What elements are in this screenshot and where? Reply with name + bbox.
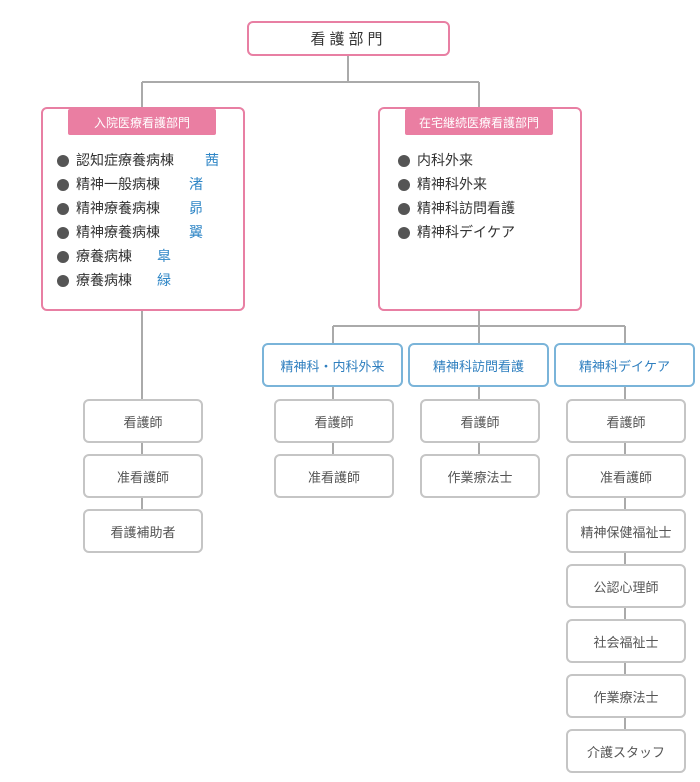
list-item: 精神一般病棟 渚 xyxy=(57,173,237,197)
staff-label: 社会福祉士 xyxy=(593,635,659,651)
list-item: 療養病棟 緑 xyxy=(57,269,237,293)
list-item: 内科外来 xyxy=(398,149,578,173)
list-item: 精神科訪問看護 xyxy=(398,197,578,221)
service-name: 内科外来 xyxy=(417,153,473,169)
bullet-icon xyxy=(57,179,69,191)
page-title: 看護部門 xyxy=(310,30,387,48)
list-item: 精神科デイケア xyxy=(398,221,578,245)
staff-label: 介護スタッフ xyxy=(586,745,665,761)
staff-box: 作業療法士 xyxy=(566,674,686,718)
staff-label: 看護師 xyxy=(606,415,646,431)
staff-box: 公認心理師 xyxy=(566,564,686,608)
ward-name: 精神療養病棟 xyxy=(76,225,160,241)
bullet-icon xyxy=(57,155,69,167)
ward-name: 認知症療養病棟 xyxy=(76,153,174,169)
home-division-tag: 在宅継続医療看護部門 xyxy=(405,109,553,135)
list-item: 療養病棟 皐 xyxy=(57,245,237,269)
ward-name: 療養病棟 xyxy=(76,249,132,265)
list-item: 精神療養病棟 翼 xyxy=(57,221,237,245)
staff-label: 看護師 xyxy=(460,415,500,431)
bullet-icon xyxy=(398,227,410,239)
bullet-icon xyxy=(57,251,69,263)
ward-team: 渚 xyxy=(189,177,203,193)
staff-box: 看護師 xyxy=(83,399,203,443)
unit-title: 精神科デイケア xyxy=(578,359,670,375)
inpatient-division-box xyxy=(41,107,245,311)
list-item: 精神科外来 xyxy=(398,173,578,197)
root-box: 看護部門 xyxy=(247,21,450,56)
staff-label: 作業療法士 xyxy=(593,690,659,706)
staff-box: 看護師 xyxy=(274,399,394,443)
staff-label: 公認心理師 xyxy=(593,580,659,596)
ward-team: 茜 xyxy=(205,153,219,169)
home-service-list: 内科外来 精神科外来 精神科訪問看護 精神科デイケア xyxy=(398,149,578,245)
unit-title: 精神科・内科外来 xyxy=(280,359,385,375)
staff-box: 作業療法士 xyxy=(420,454,540,498)
staff-box: 准看護師 xyxy=(566,454,686,498)
unit-title: 精神科訪問看護 xyxy=(432,359,524,375)
service-name: 精神科訪問看護 xyxy=(417,201,515,217)
staff-label: 准看護師 xyxy=(116,470,169,486)
ward-list: 認知症療養病棟茜 精神一般病棟渚 精神療養病棟昴 精神療養病棟翼 療養病棟皐 療… xyxy=(57,149,237,293)
staff-label: 作業療法士 xyxy=(447,470,513,486)
bullet-icon xyxy=(398,203,410,215)
staff-box: 社会福祉士 xyxy=(566,619,686,663)
list-item: 精神療養病棟 昴 xyxy=(57,197,237,221)
ward-name: 精神一般病棟 xyxy=(76,177,160,193)
staff-label: 看護師 xyxy=(314,415,354,431)
staff-label: 看護補助者 xyxy=(110,525,176,541)
ward-team: 昴 xyxy=(189,201,203,217)
staff-box: 精神保健福祉士 xyxy=(566,509,686,553)
ward-name: 療養病棟 xyxy=(76,273,132,289)
bullet-icon xyxy=(57,275,69,287)
unit-box-home-visit: 精神科訪問看護 xyxy=(408,343,549,387)
staff-box: 看護補助者 xyxy=(83,509,203,553)
unit-box-outpatient: 精神科・内科外来 xyxy=(262,343,403,387)
staff-box: 看護師 xyxy=(420,399,540,443)
inpatient-division-tag: 入院医療看護部門 xyxy=(68,109,216,135)
staff-label: 准看護師 xyxy=(599,470,652,486)
bullet-icon xyxy=(57,227,69,239)
ward-team: 皐 xyxy=(157,249,171,265)
ward-team: 翼 xyxy=(189,225,203,241)
staff-label: 准看護師 xyxy=(307,470,360,486)
bullet-icon xyxy=(398,179,410,191)
ward-team: 緑 xyxy=(157,273,171,289)
ward-name: 精神療養病棟 xyxy=(76,201,160,217)
staff-label: 看護師 xyxy=(123,415,163,431)
staff-box: 准看護師 xyxy=(83,454,203,498)
staff-box: 介護スタッフ xyxy=(566,729,686,773)
staff-box: 看護師 xyxy=(566,399,686,443)
bullet-icon xyxy=(57,203,69,215)
service-name: 精神科外来 xyxy=(417,177,487,193)
list-item: 認知症療養病棟 茜 xyxy=(57,149,237,173)
staff-label: 精神保健福祉士 xyxy=(580,525,672,541)
unit-box-day-care: 精神科デイケア xyxy=(554,343,695,387)
home-division-box xyxy=(378,107,582,311)
bullet-icon xyxy=(398,155,410,167)
service-name: 精神科デイケア xyxy=(417,225,515,241)
staff-box: 准看護師 xyxy=(274,454,394,498)
